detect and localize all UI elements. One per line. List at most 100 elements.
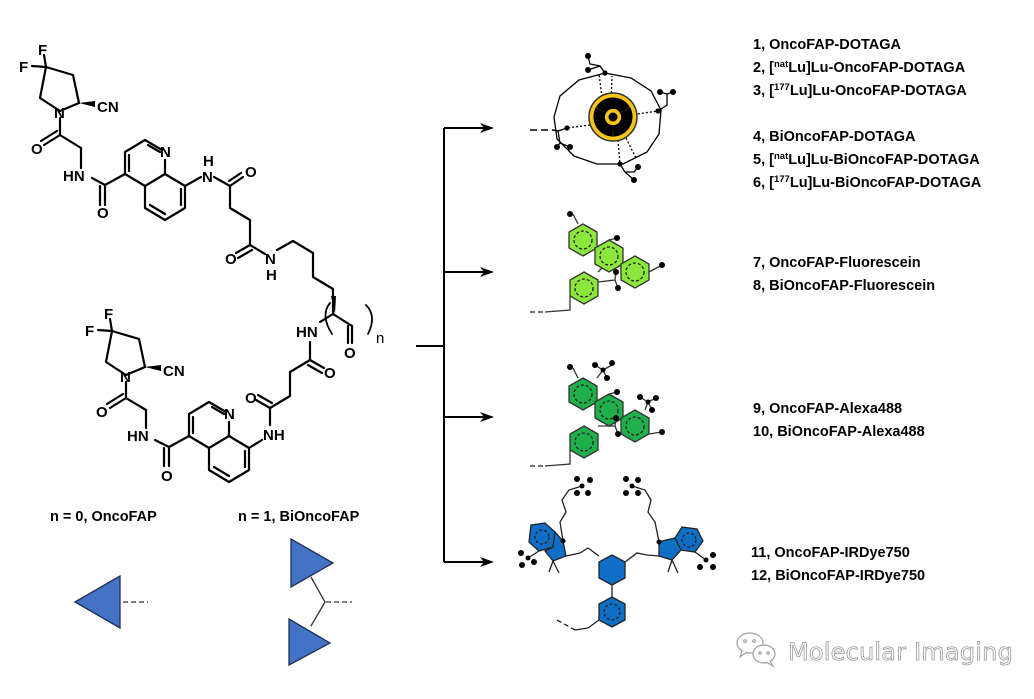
atom-f: F xyxy=(19,59,28,76)
atom-hn: HN xyxy=(296,324,318,341)
bond-f1 xyxy=(108,317,114,333)
compound-label: 4, BiOncoFAP-DOTAGA xyxy=(753,129,916,145)
double-bond xyxy=(146,143,162,154)
oncofap-unit-bottom xyxy=(96,317,326,484)
atom-dots xyxy=(567,360,665,437)
bond-c-nh xyxy=(247,438,264,450)
succinyl-chain xyxy=(268,358,312,410)
quinoline-ring-a xyxy=(123,138,164,176)
bond-co xyxy=(234,243,252,255)
compound-label: 8, BiOncoFAP-Fluorescein xyxy=(753,278,936,294)
branch-linker xyxy=(310,576,326,627)
compound-label: 10, BiOncoFAP-Alexa488 xyxy=(753,424,925,440)
ligand-triangle-icon xyxy=(73,574,121,630)
compound-list-dotaga: 1, OncoFAP-DOTAGA 2, [natLu]Lu-OncoFAP-D… xyxy=(753,34,981,195)
atom-o: O xyxy=(324,365,336,382)
phenyl-ring xyxy=(598,596,626,628)
quinoline-ring-b xyxy=(123,172,187,222)
compound-label: 1, OncoFAP-DOTAGA xyxy=(753,37,901,53)
bond-f1 xyxy=(42,53,48,69)
bond-co xyxy=(308,358,326,370)
atom-o: O xyxy=(245,164,257,181)
bond-c-nh xyxy=(183,175,203,188)
pyrrolidine-ring xyxy=(104,329,147,377)
atom-cn: CN xyxy=(97,99,119,116)
substituent-bonds xyxy=(544,213,663,313)
watermark-text: Molecular Imaging xyxy=(788,638,1014,667)
macrocycle-ring xyxy=(553,72,662,165)
pendant-arm xyxy=(556,127,571,148)
bond-c-o1 xyxy=(42,133,62,147)
linker-dash xyxy=(556,619,576,631)
atom-n: N xyxy=(202,169,213,186)
bond-c-quin xyxy=(167,434,191,449)
repeat-paren-left xyxy=(324,302,333,335)
bioncofap-ligand-symbol xyxy=(288,537,352,667)
atom-n: N xyxy=(265,251,276,268)
atom-n: N xyxy=(160,144,171,161)
indole-benzo-left xyxy=(528,522,556,552)
chain-bonds xyxy=(527,485,707,631)
compound-label: 6, [177Lu]Lu-BiOncoFAP-DOTAGA xyxy=(753,174,982,191)
legend-bioncofap: n = 1, BiOncoFAP xyxy=(238,509,360,525)
ring xyxy=(620,409,650,443)
wedge-bond xyxy=(145,365,161,371)
atom-n: N xyxy=(54,105,65,122)
legend-oncofap: n = 0, OncoFAP xyxy=(50,509,157,525)
ligand-triangle-icon xyxy=(290,537,335,589)
compound-list-fluorescein: 7, OncoFAP-Fluorescein 8, BiOncoFAP-Fluo… xyxy=(753,252,935,298)
bond-c-o2 xyxy=(39,129,59,143)
ring xyxy=(620,255,650,289)
radioactive-blades xyxy=(593,97,633,137)
repeat-n: n xyxy=(376,330,384,347)
dotaga-chelator-icon xyxy=(530,53,676,183)
bond-c-nh xyxy=(248,243,267,256)
atom-o: O xyxy=(245,390,257,407)
bond-co2 xyxy=(227,171,243,183)
double-bond xyxy=(148,203,167,216)
compound-label: 2, [natLu]Lu-OncoFAP-DOTAGA xyxy=(753,59,966,76)
atom-h: H xyxy=(266,267,277,284)
atom-o: O xyxy=(344,345,356,362)
atom-f: F xyxy=(85,323,94,340)
atom-hn: HN xyxy=(63,168,85,185)
compound-label: 9, OncoFAP-Alexa488 xyxy=(753,401,903,417)
compound-label: 11, OncoFAP-IRDye750 xyxy=(751,545,910,561)
linker-dash xyxy=(530,129,559,132)
quinoline-ring-a xyxy=(187,400,228,438)
atom-f: F xyxy=(104,306,113,323)
ring xyxy=(569,271,599,305)
wedge-bond xyxy=(331,296,336,314)
irdye750-dye-icon xyxy=(518,476,716,631)
radioactive-center xyxy=(608,112,618,122)
branch-arrows xyxy=(416,123,494,567)
bond-nh-c xyxy=(90,176,107,187)
ligand-triangle-icon xyxy=(288,617,332,667)
wedge-bond xyxy=(79,101,95,107)
bond-co2 xyxy=(256,393,274,405)
bond-co xyxy=(228,175,245,188)
lysine-chain xyxy=(275,239,335,314)
bond-f2 xyxy=(96,328,114,333)
compound-label: 7, OncoFAP-Fluorescein xyxy=(753,255,921,271)
compound-list-irdye750: 11, OncoFAP-IRDye750 12, BiOncoFAP-IRDye… xyxy=(751,542,925,588)
bond-co xyxy=(254,398,272,410)
central-ring xyxy=(598,554,626,586)
ring xyxy=(594,239,624,273)
bond-co2 xyxy=(236,248,254,260)
bond-c-o2 xyxy=(105,392,125,406)
atom-f: F xyxy=(38,42,47,59)
atom-n: N xyxy=(224,406,235,423)
bond-co2 xyxy=(306,363,324,375)
ring xyxy=(568,223,598,257)
bond-nh-c xyxy=(153,438,171,449)
atom-n: N xyxy=(120,369,131,386)
succinyl-chain xyxy=(228,184,252,247)
ring xyxy=(568,377,598,411)
atom-cn: CN xyxy=(163,363,185,380)
bond-ch2 xyxy=(124,396,148,412)
bond-c-quin xyxy=(103,172,127,187)
atom-dots xyxy=(567,211,665,291)
watermark: Molecular Imaging xyxy=(736,632,1014,672)
